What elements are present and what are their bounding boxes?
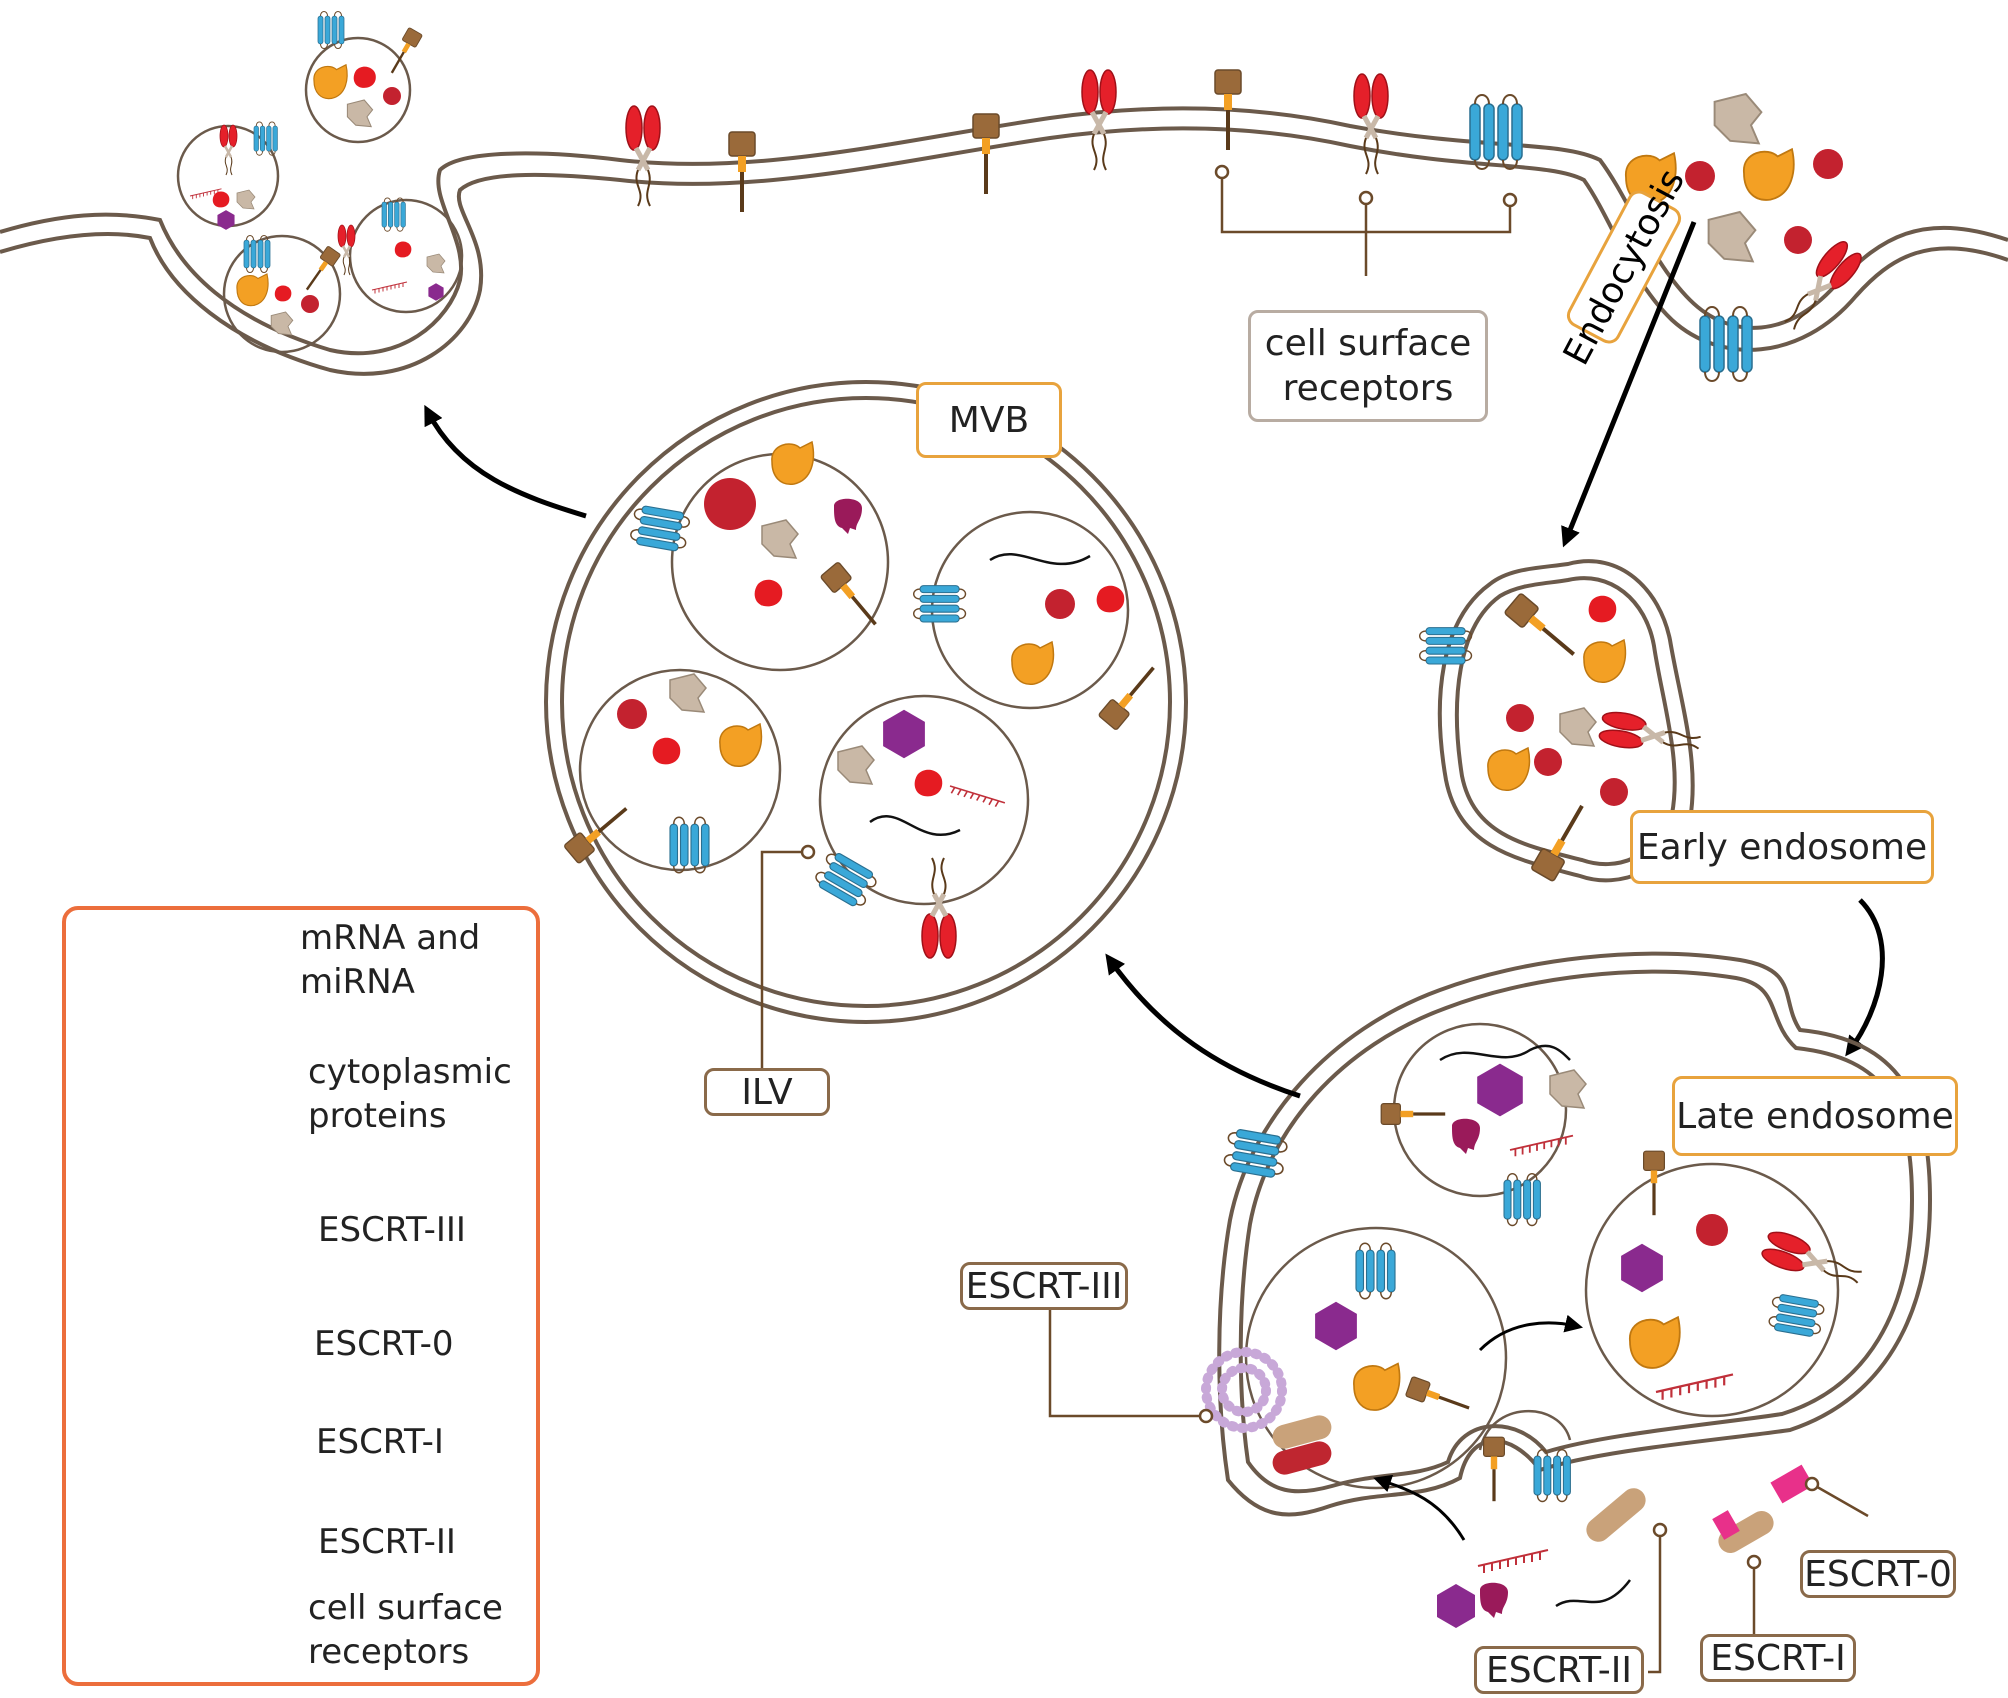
late-endosome-internal-arrows — [1373, 1314, 1584, 1541]
late-endosome-label: Late endosome — [1672, 1076, 1958, 1156]
early-endosome-cargo — [1418, 590, 1703, 884]
escrt-i-label: ESCRT-I — [1700, 1634, 1856, 1682]
legend-label-escrt-i: ESCRT-I — [316, 1422, 444, 1462]
legend-label-escrt-ii: ESCRT-II — [318, 1522, 456, 1562]
escrt-iii-spiral — [1201, 1347, 1287, 1433]
escrt-0-label: ESCRT-0 — [1800, 1550, 1956, 1598]
receptor-pointer-lines — [1214, 164, 1518, 276]
mvb-ilvs — [578, 452, 1130, 906]
endocytosed-cargo — [1624, 93, 1843, 263]
legend-label-escrt-0: ESCRT-0 — [314, 1324, 454, 1364]
early-to-late-arrow — [1845, 898, 1885, 1057]
late-to-mvb-arrow — [1105, 953, 1301, 1099]
cell-surface-receptors-label: cell surface receptors — [1248, 310, 1488, 422]
escrt-ii-label: ESCRT-II — [1474, 1646, 1644, 1694]
mvb-cargo — [561, 441, 1165, 958]
escrt-iii-label: ESCRT-III — [960, 1262, 1128, 1310]
mvb — [544, 380, 1188, 1024]
late-endosome-cargo — [1222, 1044, 1865, 1628]
legend-label-proteins: cytoplasmic proteins — [308, 1052, 512, 1137]
legend-box — [62, 906, 540, 1686]
mvb-label: MVB — [916, 382, 1062, 458]
plasma-membrane — [0, 106, 2008, 376]
legend-label-escrt-iii: ESCRT-III — [318, 1210, 466, 1250]
escrt-complexes — [1201, 1347, 1814, 1553]
early-endosome — [1437, 559, 1695, 883]
exosome-cargo — [189, 11, 446, 336]
ilv-label: ILV — [704, 1068, 830, 1116]
endocytosis-arrow — [1561, 221, 1697, 548]
legend-label-receptors: cell surface receptors — [308, 1588, 503, 1673]
legend-label-rna: mRNA and miRNA — [300, 918, 481, 1003]
escrt-pointer-lines — [1048, 1288, 1869, 1674]
mvb-to-release-arrow — [424, 404, 587, 519]
membrane-receptors — [626, 70, 1866, 382]
ilv-pointer-line — [760, 844, 816, 1070]
early-endosome-label: Early endosome — [1630, 810, 1934, 884]
